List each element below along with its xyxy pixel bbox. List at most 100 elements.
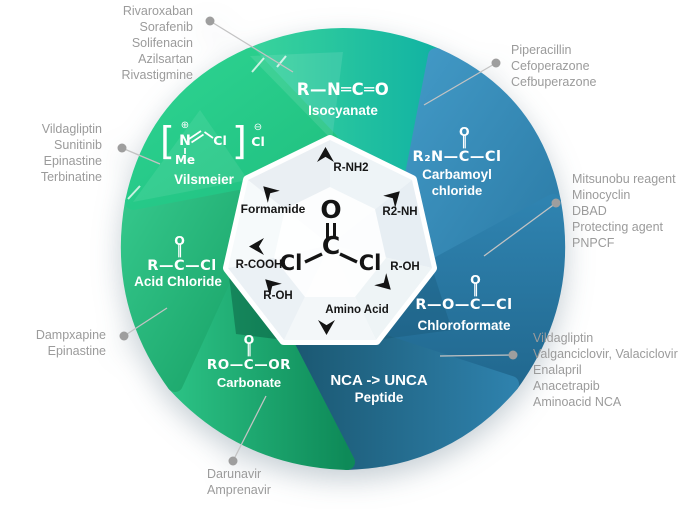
- drug-name: Amprenavir: [207, 483, 271, 497]
- reactant-amino-acid: Amino Acid: [325, 304, 389, 316]
- drug-name: Sorafenib: [139, 20, 193, 34]
- bracket-right: ]: [232, 119, 247, 163]
- label-carbamoyl-chloride: Carbamoyl chloride: [422, 167, 492, 198]
- connector-line: [209, 20, 294, 73]
- chlorine-counterion: Cl: [251, 134, 264, 149]
- carbonyl-carbon: C: [173, 258, 186, 274]
- drug-name: Cefoperazone: [511, 59, 590, 73]
- drug-name: Aminoacid NCA: [533, 395, 622, 409]
- drug-name: DBAD: [572, 204, 607, 218]
- carbonyl-oxygen: O: [458, 124, 470, 139]
- label-line: Carbamoyl: [422, 167, 492, 182]
- bracket-left: [: [160, 119, 175, 163]
- decorative-slash: [127, 55, 287, 200]
- label-isocyanate: Isocyanate: [308, 103, 378, 118]
- carbonyl-oxygen: O: [470, 272, 481, 287]
- plus-charge: ⊕: [181, 120, 189, 131]
- reactant-formamide: Formamide: [240, 202, 306, 216]
- drug-name: Anacetrapib: [533, 379, 600, 393]
- phosgene-chlorine-left: Cl: [280, 251, 303, 274]
- connector-dot: [205, 16, 215, 26]
- formula-left: R—: [147, 258, 174, 274]
- drug-name: Epinastine: [47, 344, 106, 358]
- connector-dot: [508, 350, 518, 360]
- formula-right: —Cl: [185, 258, 217, 274]
- chlorine-inner: Cl: [213, 133, 226, 148]
- connector-dot: [228, 456, 238, 466]
- label-vilsmeier: Vilsmeier: [174, 172, 234, 187]
- phosgene-carbon: C: [322, 231, 340, 260]
- double-bond: ‖: [246, 341, 252, 357]
- drug-name: Mitsunobu reagent: [572, 172, 676, 186]
- label-chloroformate: Chloroformate: [417, 318, 511, 333]
- drug-name: Rivastigmine: [121, 68, 193, 82]
- label-acid-chloride: Acid Chloride: [134, 274, 222, 289]
- drug-list-bottom: Darunavir Amprenavir: [207, 466, 271, 498]
- formula-right: —Cl: [469, 149, 502, 165]
- carbonyl-oxygen: O: [174, 233, 185, 248]
- label-line: NCA -> UNCA: [330, 372, 428, 389]
- drug-name: Vildagliptin: [41, 122, 102, 136]
- carbonyl-carbon: C: [243, 357, 255, 373]
- reactant-r-nh2: R-NH2: [333, 162, 369, 174]
- double-bond: ‖: [472, 281, 479, 297]
- connector-dot: [551, 198, 561, 208]
- drug-name: Darunavir: [207, 467, 262, 481]
- carbonyl-carbon: C: [458, 149, 470, 165]
- phosgene-structure: O C Cl Cl: [280, 195, 382, 274]
- connector-line: [439, 354, 514, 357]
- formula-left: R—O—: [415, 297, 470, 313]
- formula-isocyanate: R—N═C═O: [296, 80, 390, 99]
- carbonyl-carbon: C: [469, 297, 482, 313]
- carbonyl-oxygen: O: [243, 332, 255, 347]
- drug-name: Vildagliptin: [533, 331, 594, 345]
- connector-dot: [491, 58, 501, 68]
- formula-right: —OR: [254, 357, 292, 373]
- drug-list-bottom-right: Vildagliptin Valganciclovir, Valaciclovi…: [533, 330, 678, 410]
- connector-line: [121, 147, 161, 165]
- vilsmeier-structure: [ ⊕ N Me Cl ] ⊖ Cl: [160, 119, 265, 167]
- drug-name: Enalapril: [533, 363, 582, 377]
- drug-name: Terbinatine: [40, 170, 102, 184]
- drug-name: PNPCF: [572, 236, 615, 250]
- connector-line: [123, 307, 168, 337]
- drug-name: Dampxapine: [35, 328, 106, 342]
- reactant-r-cooh: R-COOH: [235, 259, 283, 271]
- drug-name: Epinastine: [43, 154, 102, 168]
- phosgene-oxygen: O: [320, 195, 341, 224]
- nitrogen-atom: N: [179, 133, 191, 149]
- drug-list-mid-right: Mitsunobu reagent Minocyclin DBAD Protec…: [572, 171, 676, 251]
- drug-name: Valganciclovir, Valaciclovir: [533, 347, 678, 361]
- label-nca-peptide: NCA -> UNCA Peptide: [330, 372, 427, 406]
- drug-name: Minocyclin: [572, 188, 631, 202]
- drug-name: Piperacillin: [511, 43, 572, 57]
- minus-charge: ⊖: [254, 122, 262, 133]
- connector-lines: [121, 20, 557, 462]
- drug-name: Azilsartan: [138, 52, 193, 66]
- reactant-r-oh-left: R-OH: [263, 290, 293, 302]
- drug-name: Cefbuperazone: [511, 75, 597, 89]
- label-line: Peptide: [354, 390, 404, 405]
- drug-name: Protecting agent: [572, 220, 664, 234]
- facet-highlight: [133, 110, 248, 202]
- label-line: chloride: [431, 182, 483, 198]
- connector-dots: [117, 16, 561, 466]
- connector-line: [232, 395, 267, 462]
- drug-name: Sunitinib: [54, 138, 102, 152]
- drug-name: Solifenacin: [131, 36, 193, 50]
- methyl-group: Me: [175, 153, 195, 167]
- formula-right: —Cl: [481, 297, 513, 313]
- label-carbonate: Carbonate: [216, 375, 282, 390]
- reactant-r-oh-right: R-OH: [390, 261, 420, 273]
- wedge-vilsmeier: [125, 48, 338, 210]
- double-bond: ‖: [461, 133, 467, 149]
- drug-list-top-right: Piperacillin Cefoperazone Cefbuperazone: [511, 42, 596, 90]
- connector-line: [483, 202, 557, 257]
- drug-list-top-left: Rivaroxaban Sorafenib Solifenacin Azilsa…: [121, 3, 193, 83]
